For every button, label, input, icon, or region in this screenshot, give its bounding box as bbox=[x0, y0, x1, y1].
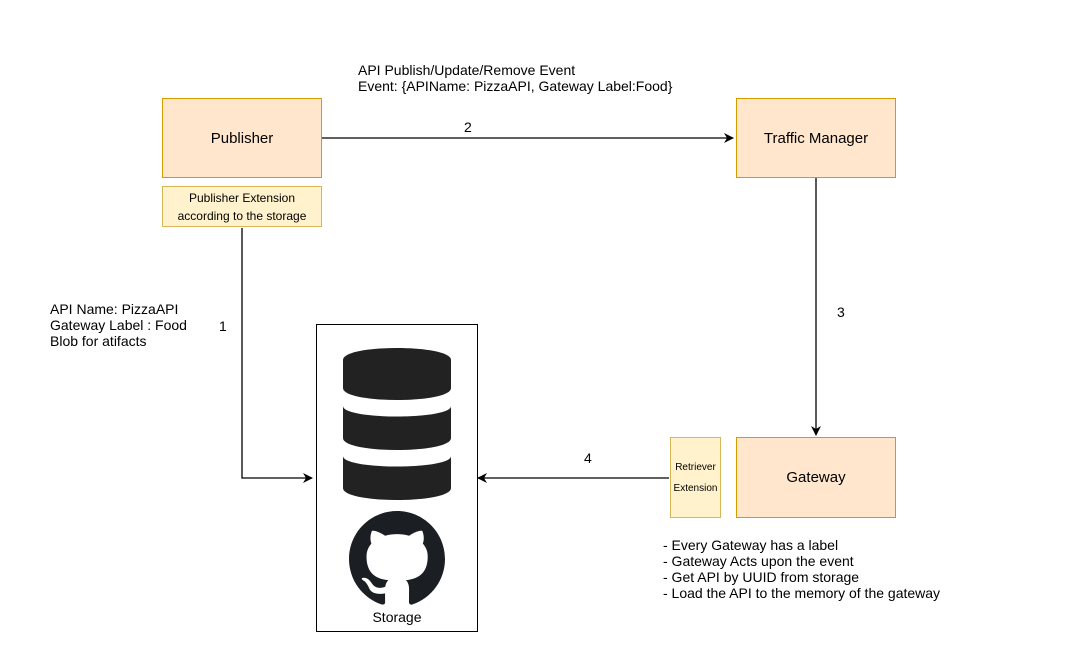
step1-label: 1 bbox=[219, 318, 227, 334]
gateway-notes: - Every Gateway has a label - Gateway Ac… bbox=[663, 537, 940, 601]
gateway-note-1: - Every Gateway has a label bbox=[663, 537, 839, 553]
storage-label: Storage bbox=[372, 609, 422, 625]
traffic-manager-node: Traffic Manager bbox=[736, 98, 896, 178]
database-icon bbox=[343, 348, 451, 500]
gateway-note-4: - Load the API to the memory of the gate… bbox=[663, 585, 941, 601]
step1-note-line-2: Gateway Label : Food bbox=[50, 317, 187, 333]
traffic-manager-label: Traffic Manager bbox=[763, 129, 869, 147]
step3-label: 3 bbox=[837, 304, 845, 320]
edge-publisher-extension-to-storage bbox=[241, 228, 313, 483]
retriever-extension-node: Retriever Extension bbox=[670, 437, 721, 518]
step2-note-line-2: Event: {APIName: PizzaAPI, Gateway Label… bbox=[358, 78, 673, 94]
github-icon bbox=[349, 511, 445, 605]
retriever-extension-line-2: Extension bbox=[673, 482, 718, 494]
step2-note: API Publish/Update/Remove Event Event: {… bbox=[358, 62, 672, 94]
gateway-note-3: - Get API by UUID from storage bbox=[663, 569, 860, 585]
publisher-node: Publisher bbox=[162, 98, 322, 178]
gateway-note-2: - Gateway Acts upon the event bbox=[663, 553, 854, 569]
gateway-node: Gateway bbox=[736, 437, 896, 518]
step2-note-line-1: API Publish/Update/Remove Event bbox=[358, 62, 576, 78]
step1-note-line-1: API Name: PizzaAPI bbox=[50, 301, 179, 317]
retriever-extension-line-1: Retriever bbox=[675, 461, 716, 473]
publisher-extension-line-2: according to the storage bbox=[177, 208, 307, 223]
step1-note-line-3: Blob for atifacts bbox=[50, 333, 147, 349]
gateway-label: Gateway bbox=[786, 469, 846, 486]
step2-label: 2 bbox=[464, 119, 472, 135]
step1-note: API Name: PizzaAPI Gateway Label : Food … bbox=[50, 301, 187, 349]
storage-node: Storage bbox=[316, 324, 478, 632]
publisher-extension-line-1: Publisher Extension bbox=[188, 190, 296, 205]
publisher-extension-node: Publisher Extension according to the sto… bbox=[162, 186, 322, 227]
publisher-label: Publisher bbox=[210, 129, 274, 147]
step4-label: 4 bbox=[584, 450, 592, 466]
